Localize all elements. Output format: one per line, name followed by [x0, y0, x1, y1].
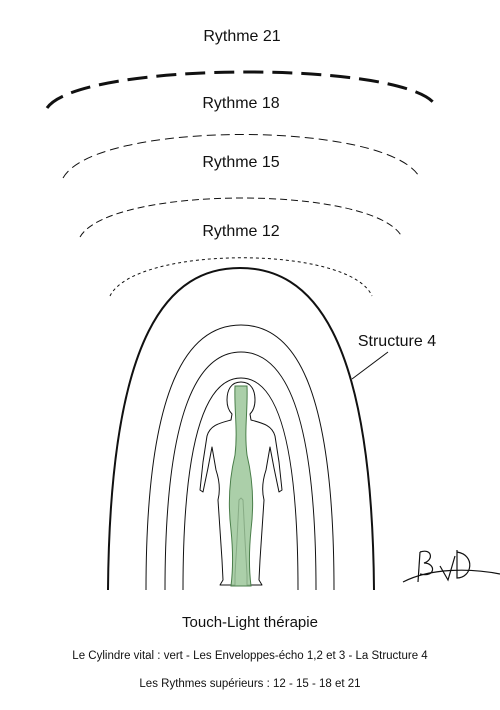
rythme-12-arc: [109, 257, 373, 297]
rythme-18-arc: [62, 134, 421, 179]
structure-4-outline: [107, 266, 375, 591]
caption-components: Le Cylindre vital : vert - Les Enveloppe…: [72, 650, 428, 662]
rythme-21-label: Rythme 21: [203, 28, 280, 45]
rythme-12-label: Rythme 12: [202, 223, 279, 240]
envelope-echo-1: [182, 377, 299, 591]
envelope-echo-2: [164, 351, 317, 591]
rythme-21-arc: [45, 70, 439, 109]
caption-rhythms: Les Rythmes supérieurs : 12 - 15 - 18 et…: [139, 678, 361, 690]
structure-4-pointer: [351, 351, 389, 380]
rythme-15-arc: [79, 197, 403, 238]
envelope-echo-3: [145, 324, 335, 591]
rythme-18-label: Rythme 18: [202, 95, 279, 112]
vital-cylinder: [228, 385, 254, 587]
structure-4-label: Structure 4: [358, 333, 436, 350]
signature: [402, 550, 500, 583]
caption-title: Touch-Light thérapie: [182, 614, 318, 631]
rythme-15-label: Rythme 15: [202, 154, 279, 171]
